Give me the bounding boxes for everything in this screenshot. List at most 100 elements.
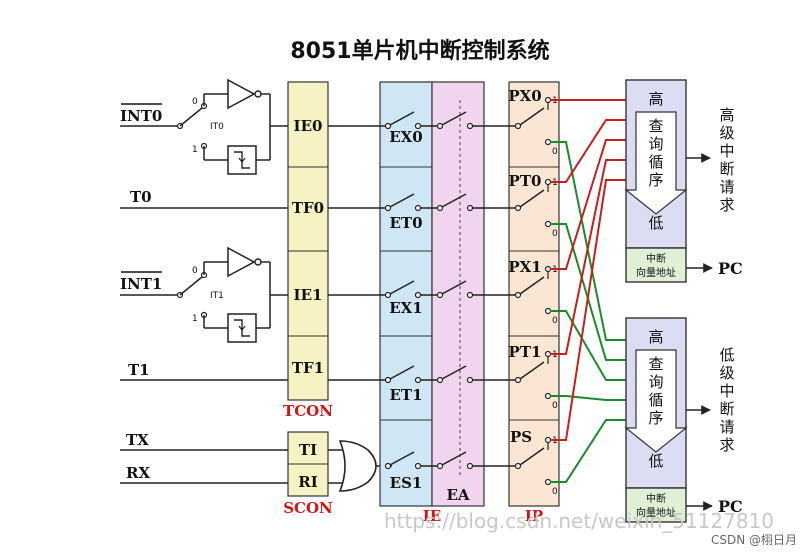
low-priority-wire <box>550 141 626 341</box>
watermark: https://blog.csdn.net/weixin_51127810 <box>384 509 774 533</box>
scon-ri: RI <box>298 473 317 491</box>
svg-text:断: 断 <box>719 160 734 178</box>
svg-text:0: 0 <box>552 487 558 497</box>
input-int0-label: INT0 <box>120 107 162 125</box>
svg-text:0: 0 <box>552 147 558 157</box>
svg-text:询: 询 <box>648 373 663 391</box>
high-priority-wire <box>550 179 626 441</box>
ie-es1: ES1 <box>390 474 423 492</box>
inverter-icon <box>227 78 256 110</box>
ie-et1: ET1 <box>389 386 422 404</box>
low-priority-wire <box>550 419 626 483</box>
low-vector-address <box>625 487 687 523</box>
low-priority-wire <box>550 223 626 361</box>
svg-text:中: 中 <box>719 382 734 400</box>
svg-text:请: 请 <box>719 178 734 196</box>
svg-text:序: 序 <box>648 409 663 427</box>
scon-label: SCON <box>283 499 333 517</box>
ie-ea: EA <box>446 486 469 504</box>
high-vector-address <box>625 247 687 283</box>
svg-text:向量地址: 向量地址 <box>636 266 676 279</box>
input-tx-label: TX <box>126 431 149 449</box>
high-request-label: 高 级 中 断 请 求 <box>719 106 734 214</box>
svg-text:中: 中 <box>719 142 734 160</box>
input-t0-label: T0 <box>130 188 152 206</box>
svg-text:序: 序 <box>648 171 663 189</box>
inverter-icon <box>227 246 256 278</box>
scan-arrow-icon <box>624 111 688 215</box>
svg-text:0: 0 <box>192 97 198 107</box>
svg-text:高: 高 <box>648 90 663 108</box>
it1-label: IT1 <box>210 291 224 301</box>
ip-px0: PX0 <box>508 87 541 105</box>
tcon-label: TCON <box>283 402 333 420</box>
svg-text:询: 询 <box>648 135 663 153</box>
svg-text:高: 高 <box>719 106 734 124</box>
interrupt-row-4: 10 <box>328 350 558 411</box>
svg-text:向量地址: 向量地址 <box>636 506 676 519</box>
svg-text:0: 0 <box>192 266 198 276</box>
it0-label: IT0 <box>210 122 224 132</box>
svg-text:0: 0 <box>552 316 558 326</box>
svg-text:级: 级 <box>719 124 734 142</box>
input-int1-label: INT1 <box>120 275 162 293</box>
svg-text:查: 查 <box>648 117 663 135</box>
tcon-ie0: IE0 <box>294 117 323 135</box>
svg-text:低: 低 <box>648 452 663 470</box>
low-request-label: 低 级 中 断 请 求 <box>719 346 734 454</box>
tcon-tf0: TF0 <box>292 199 324 217</box>
input-rx-label: RX <box>126 464 150 482</box>
interrupt-row-5: 10 <box>384 436 558 497</box>
high-pc-label: PC <box>718 259 743 278</box>
high-priority-queue: 高 查 询 循 序 低 中断 向量地址 <box>624 79 688 283</box>
or-gate-icon <box>338 440 377 492</box>
svg-text:低: 低 <box>719 346 734 364</box>
svg-text:查: 查 <box>648 355 663 373</box>
low-priority-queue: 高 查 询 循 序 低 中断 向量地址 <box>624 317 688 523</box>
low-priority-wire <box>550 395 626 401</box>
svg-text:0: 0 <box>552 401 558 411</box>
svg-text:低: 低 <box>648 214 663 232</box>
ip-ps: PS <box>510 428 532 446</box>
low-priority-wire <box>550 310 626 381</box>
svg-text:级: 级 <box>719 364 734 382</box>
it0-select-block: 0 1 IT0 <box>176 78 288 175</box>
ip-px1: PX1 <box>508 258 541 276</box>
svg-text:0: 0 <box>552 229 558 239</box>
csdn-credit: CSDN @栩日月 <box>711 532 797 547</box>
svg-text:求: 求 <box>719 436 734 454</box>
low-pc-label: PC <box>718 497 743 516</box>
svg-text:中断: 中断 <box>646 492 666 505</box>
tcon-ie1: IE1 <box>294 286 323 304</box>
tcon-register: IE0 TF0 IE1 TF1 <box>287 81 329 401</box>
svg-text:高: 高 <box>648 328 663 346</box>
high-priority-wire <box>550 119 626 183</box>
svg-text:中断: 中断 <box>646 252 666 265</box>
scon-ti: TI <box>299 441 317 459</box>
svg-text:循: 循 <box>648 391 663 409</box>
ip-pt1: PT1 <box>509 343 542 361</box>
svg-text:断: 断 <box>719 400 734 418</box>
svg-text:1: 1 <box>192 145 198 155</box>
ie-ex1: EX1 <box>389 299 423 317</box>
tcon-tf1: TF1 <box>292 359 324 377</box>
ip-label: IP <box>525 507 543 525</box>
svg-text:求: 求 <box>719 196 734 214</box>
ie-label: IE <box>423 507 441 525</box>
high-priority-wire <box>550 159 626 355</box>
priority-routing-wires <box>550 99 626 483</box>
svg-text:1: 1 <box>192 314 198 324</box>
input-t1-label: T1 <box>128 361 150 379</box>
diagram-title: 8051单片机中断控制系统 <box>290 38 549 64</box>
scon-register: TI RI <box>287 431 329 497</box>
svg-text:请: 请 <box>719 418 734 436</box>
interrupt-row-1: 10 <box>328 96 558 157</box>
svg-text:循: 循 <box>648 153 663 171</box>
ie-et0: ET0 <box>389 214 422 232</box>
it1-select-block: 0 1 IT1 <box>176 246 288 343</box>
ip-pt0: PT0 <box>509 172 542 190</box>
ie-ex0: EX0 <box>389 128 423 146</box>
high-priority-wire <box>550 139 626 270</box>
scan-arrow-icon <box>624 349 688 453</box>
